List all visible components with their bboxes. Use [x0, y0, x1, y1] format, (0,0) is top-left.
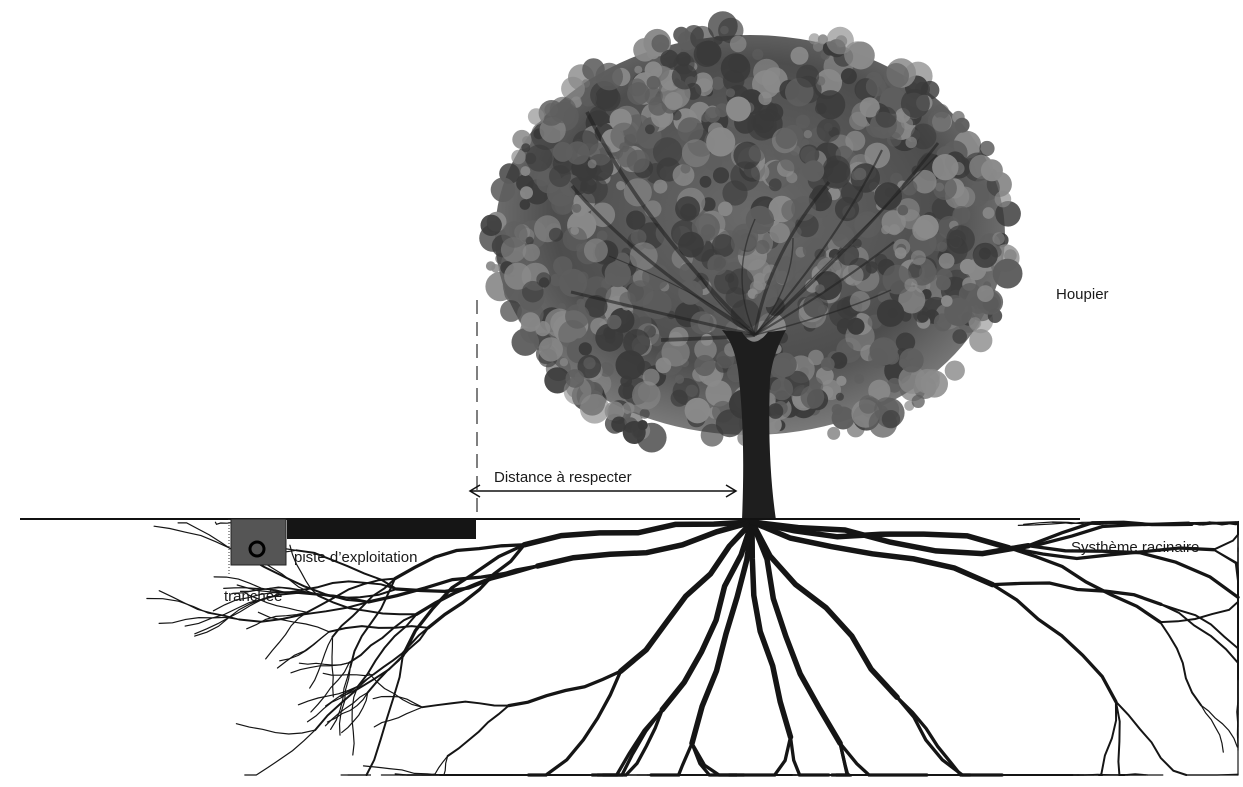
root-system-label: Systhème racinaire — [1071, 539, 1199, 556]
exploitation-track — [287, 519, 476, 539]
trench-label: tranchée — [224, 588, 282, 605]
distance-label: Distance à respecter — [494, 469, 632, 486]
track-label: piste d’exploitation — [294, 549, 417, 566]
distance-arrow — [470, 485, 736, 497]
crown-label: Houpier — [1056, 286, 1109, 303]
